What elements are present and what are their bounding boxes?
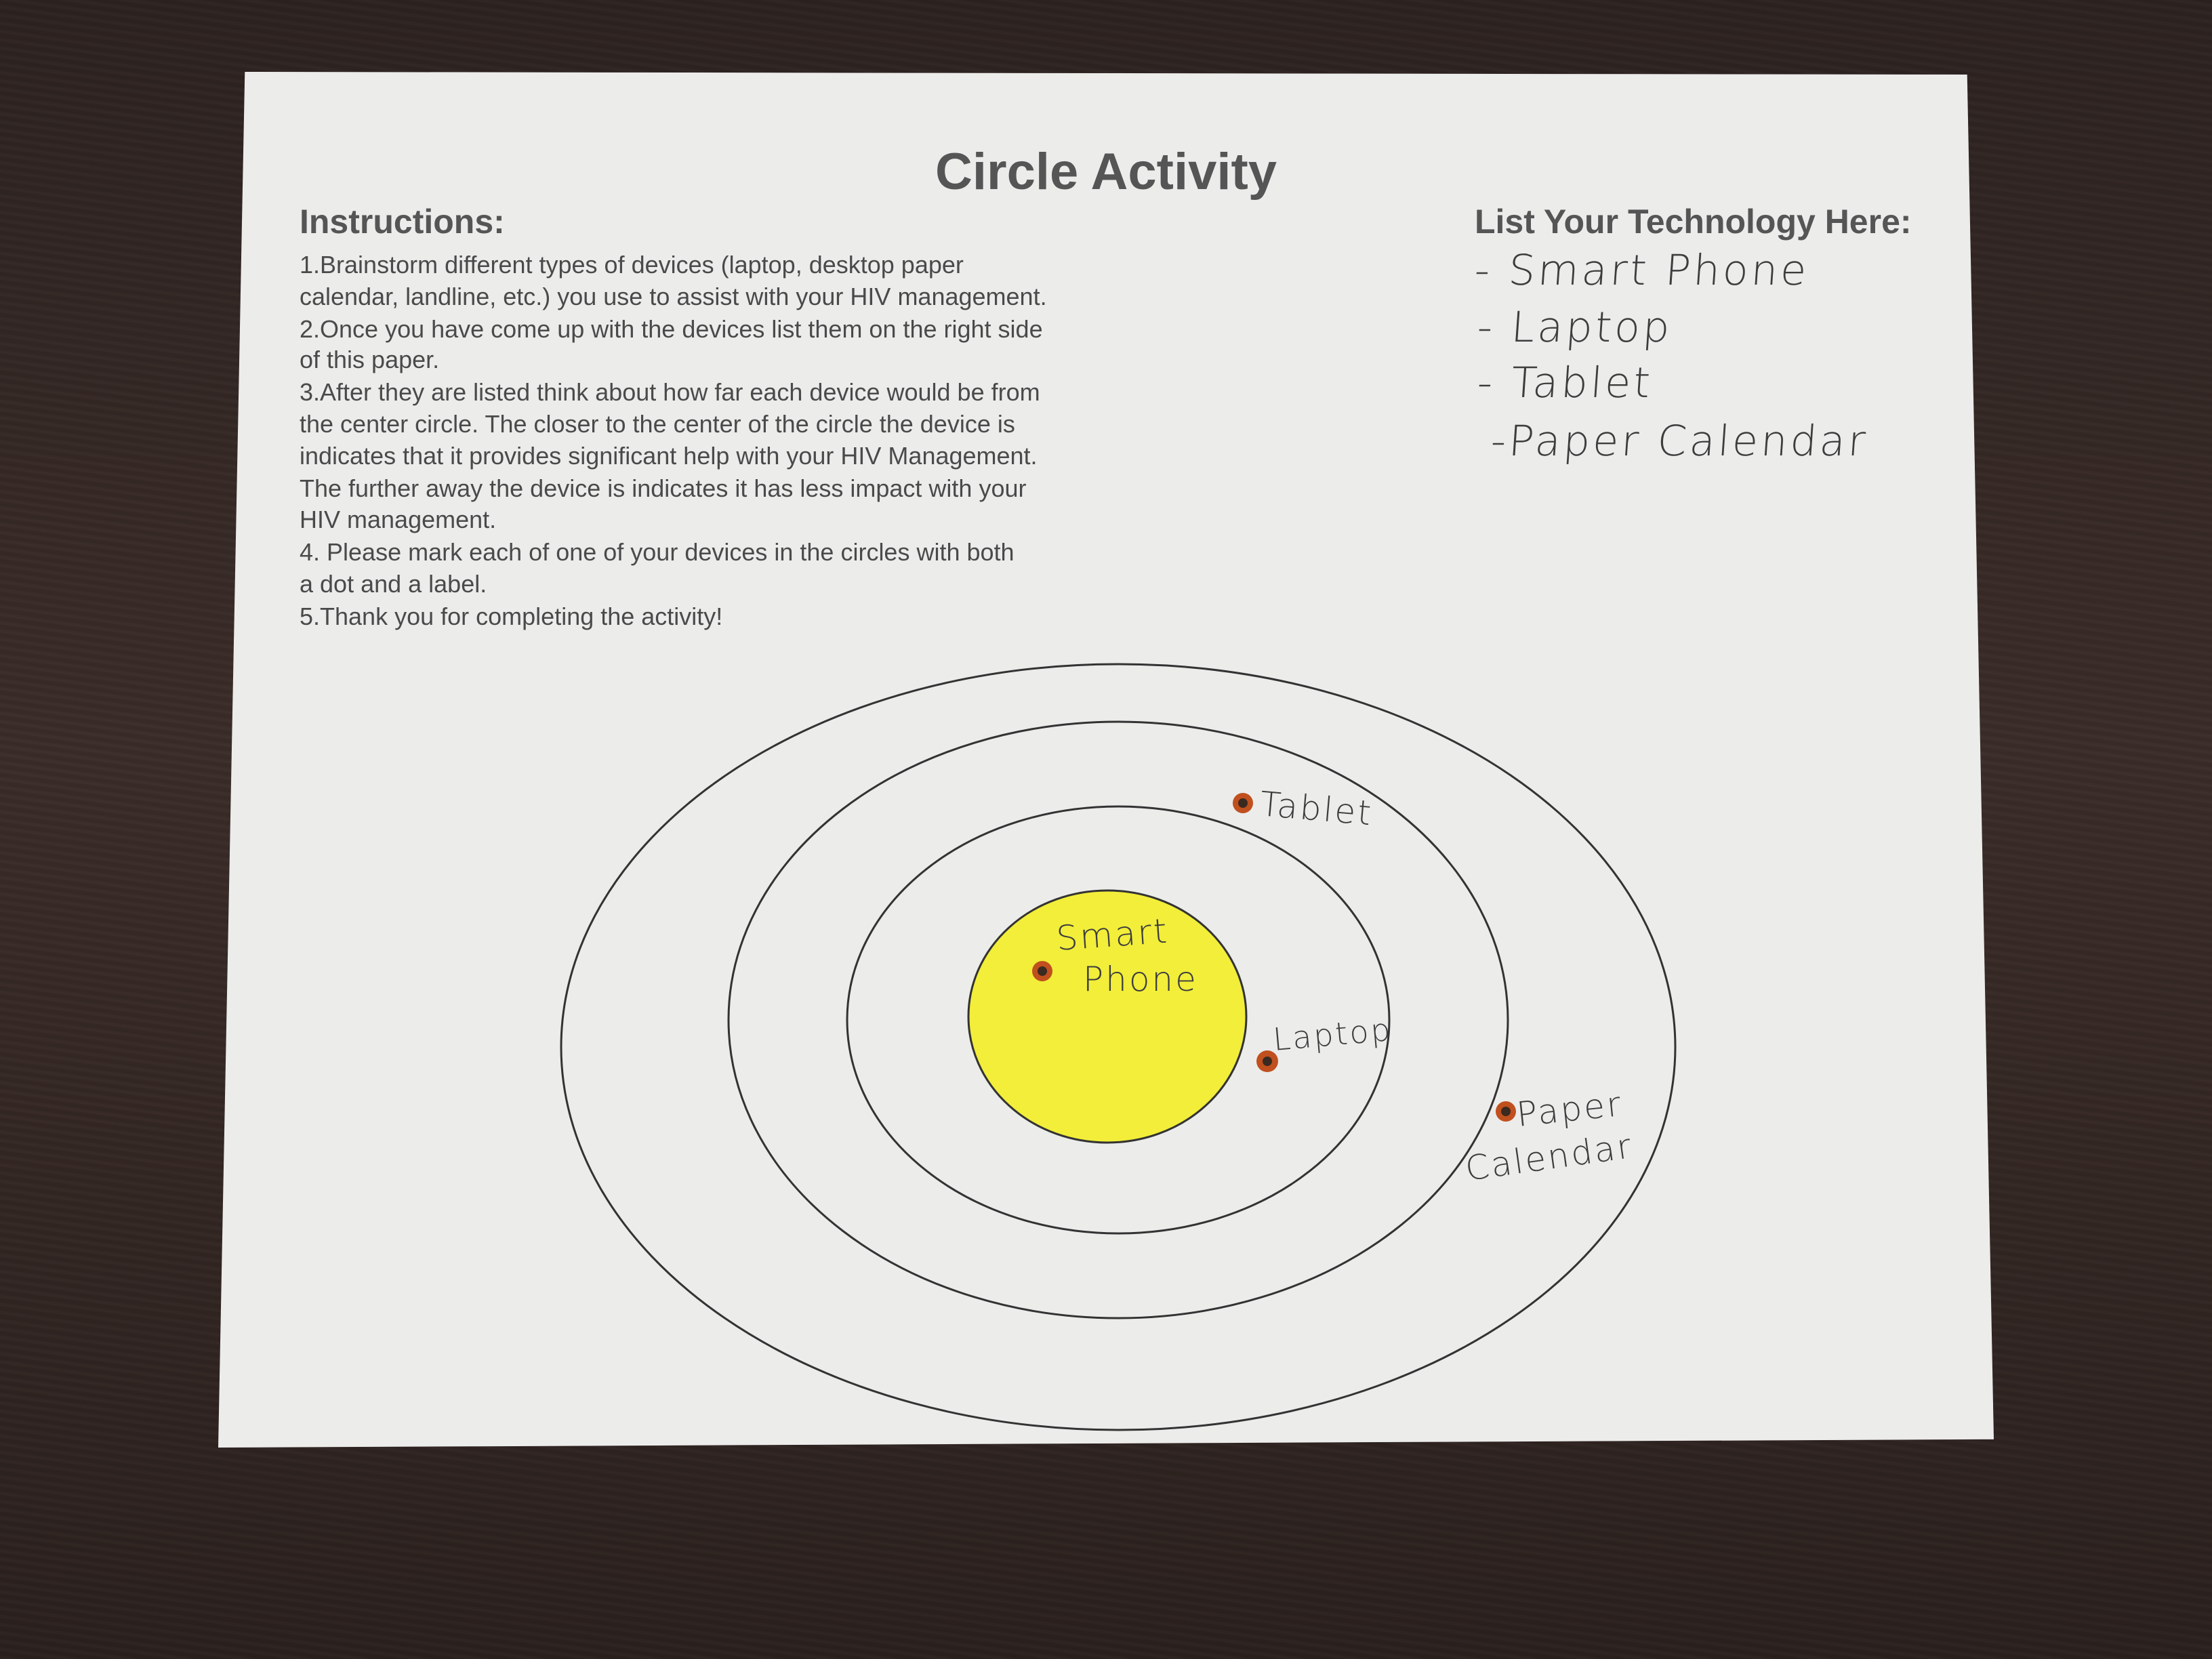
instructions-heading: Instructions: — [300, 203, 505, 241]
smart-label: Smart — [1055, 912, 1170, 958]
instruction-line: indicates that it provides significant h… — [300, 442, 1038, 470]
technology-list-heading: List Your Technology Here: — [1475, 203, 1912, 241]
center-circle — [967, 889, 1248, 1144]
instruction-line: 5.Thank you for completing the activity! — [300, 602, 723, 630]
laptop-dot-core — [1263, 1057, 1272, 1066]
smart-phone-dot-core — [1038, 966, 1047, 976]
worksheet-paper — [218, 72, 1994, 1448]
tablet-label: Tablet — [1258, 784, 1374, 833]
instruction-line: a dot and a label. — [300, 570, 487, 598]
middle-ring — [727, 720, 1509, 1319]
instruction-line: 1.Brainstorm different types of devices … — [300, 251, 964, 279]
outer-ring — [560, 663, 1677, 1431]
worksheet-title: Circle Activity — [935, 143, 1277, 201]
calendar-label: Calendar — [1463, 1126, 1635, 1189]
laptop-label: Laptop — [1271, 1011, 1393, 1058]
paper-calendar-dot-core — [1501, 1107, 1511, 1116]
instruction-line: 2.Once you have come up with the devices… — [300, 315, 1043, 343]
instruction-line: 3.After they are listed think about how … — [300, 378, 1040, 406]
instruction-line: calendar, landline, etc.) you use to ass… — [300, 283, 1047, 310]
instruction-line: 4. Please mark each of one of your devic… — [300, 538, 1015, 566]
instruction-line: The further away the device is indicates… — [300, 474, 1027, 502]
instruction-line: the center circle. The closer to the cen… — [300, 410, 1015, 438]
phone-label: Phone — [1083, 960, 1198, 999]
instruction-line: of this paper. — [300, 346, 440, 373]
instruction-line: HIV management. — [300, 506, 497, 533]
inner-ring — [846, 805, 1391, 1235]
tablet-dot-core — [1238, 798, 1248, 808]
paper-label: Paper — [1515, 1084, 1624, 1134]
